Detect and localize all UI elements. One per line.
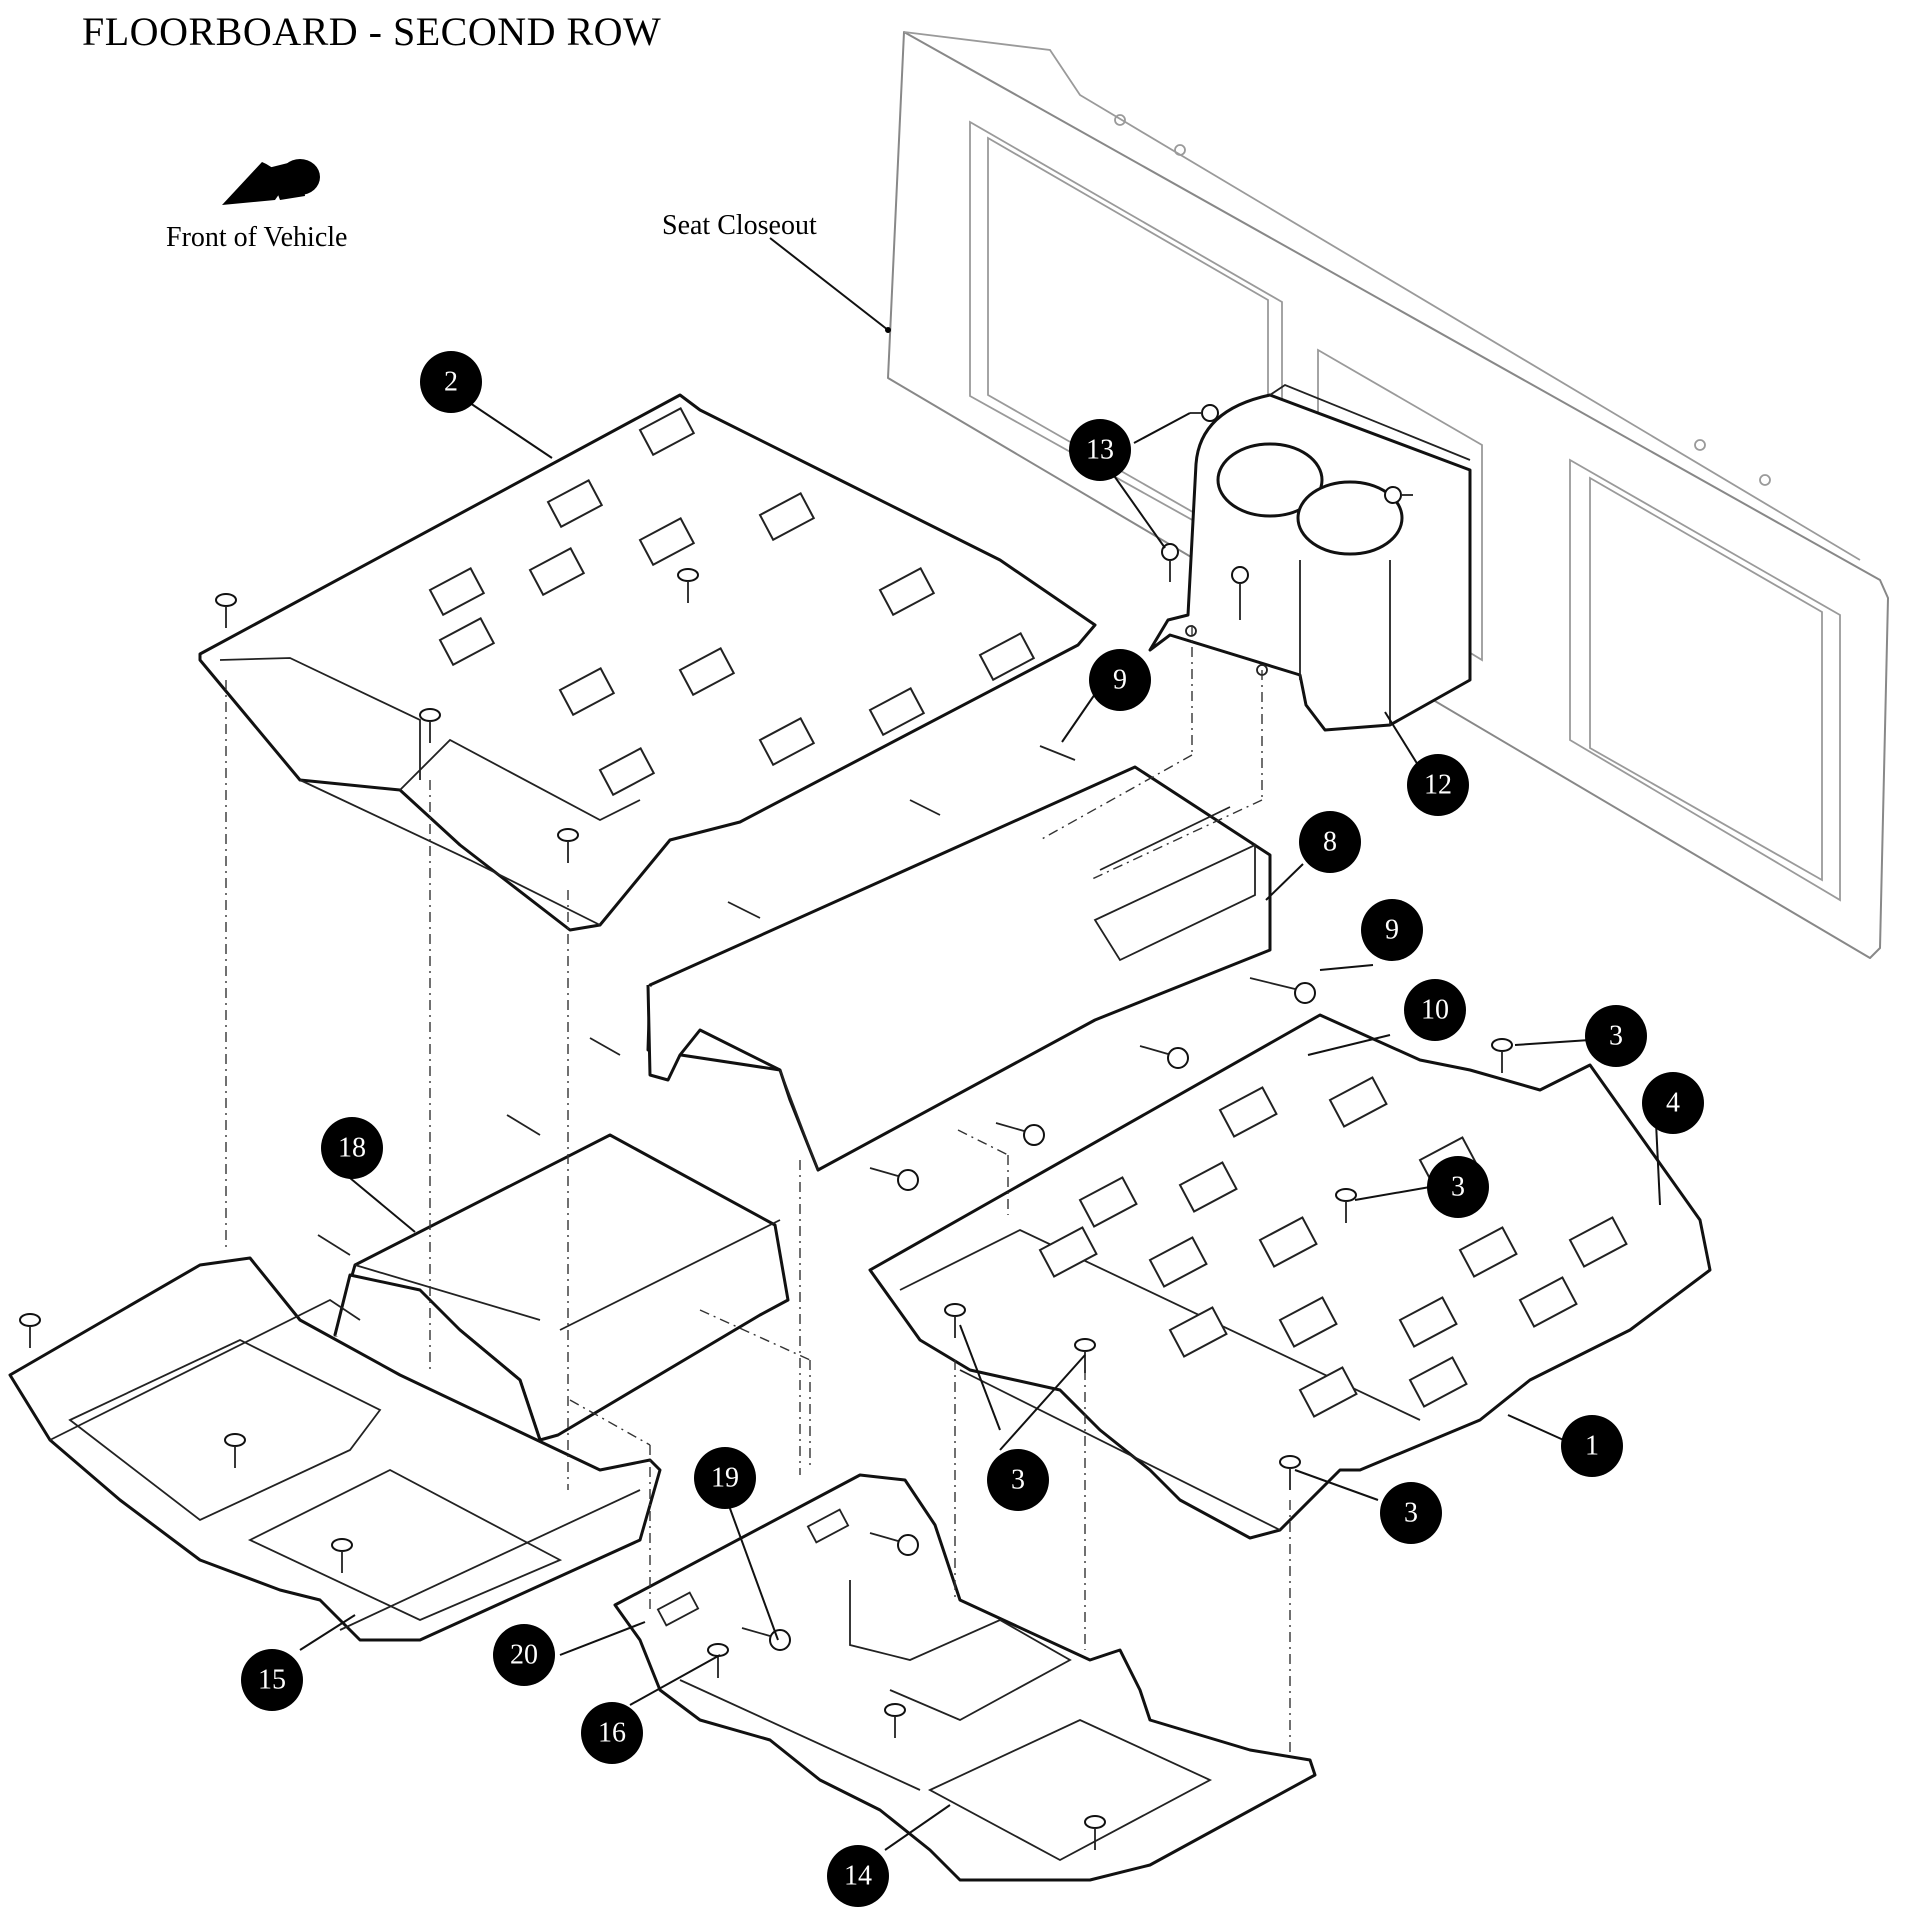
callout-16: 16 (581, 1702, 643, 1764)
svg-text:4: 4 (1666, 1088, 1680, 1119)
screw-icon (1190, 404, 1219, 422)
svg-text:12: 12 (1424, 770, 1452, 801)
screw-icon (1084, 1815, 1106, 1850)
callout-20: 20 (493, 1624, 555, 1686)
callout-15: 15 (241, 1649, 303, 1711)
svg-text:3: 3 (1011, 1465, 1025, 1496)
screw-icon (1231, 566, 1249, 620)
screw-icon (224, 1433, 246, 1468)
svg-text:14: 14 (844, 1861, 872, 1892)
screw-icon (944, 1303, 966, 1338)
svg-text:3: 3 (1404, 1498, 1418, 1529)
callout-19: 19 (694, 1447, 756, 1509)
svg-text:20: 20 (510, 1640, 538, 1671)
svg-text:16: 16 (598, 1718, 626, 1749)
screw-icon (419, 708, 441, 743)
bolt-9a-shank (1039, 745, 1076, 761)
callout-2: 2 (420, 351, 482, 413)
screw-icon (557, 828, 579, 863)
svg-text:9: 9 (1385, 915, 1399, 946)
screw-icon (884, 1703, 906, 1738)
bolt-shank (909, 799, 941, 816)
screw-icon (741, 1627, 791, 1651)
diagram-title: FLOORBOARD - SECOND ROW (82, 9, 662, 54)
callout-3: 3 (1380, 1482, 1442, 1544)
front-of-vehicle-label: Front of Vehicle (166, 222, 348, 253)
screw-icon (1335, 1188, 1357, 1223)
svg-text:3: 3 (1609, 1021, 1623, 1052)
callout-9: 9 (1361, 899, 1423, 961)
part-2-grate-openings (428, 407, 1036, 797)
screw-icon (1249, 977, 1316, 1004)
screw-icon (1161, 543, 1179, 582)
svg-text:10: 10 (1421, 995, 1449, 1026)
callout-leaders (299, 402, 1661, 1851)
screw-icon (331, 1538, 353, 1573)
callout-4: 4 (1642, 1072, 1704, 1134)
callout-18: 18 (321, 1117, 383, 1179)
callout-10: 10 (1404, 979, 1466, 1041)
part-1-grate-openings (1038, 1076, 1628, 1418)
callout-13: 13 (1069, 419, 1131, 481)
svg-text:19: 19 (711, 1463, 739, 1494)
screw-icon (1074, 1338, 1096, 1373)
part-2-floor-panel (198, 393, 1097, 932)
screw-icon (1384, 486, 1413, 504)
part-14-floor-tray (613, 1473, 1317, 1882)
callout-3: 3 (1585, 1005, 1647, 1067)
callout-1: 1 (1561, 1415, 1623, 1477)
bolt-shank (589, 1037, 621, 1056)
bolt-shank (727, 901, 761, 919)
callout-12: 12 (1407, 754, 1469, 816)
svg-text:9: 9 (1113, 665, 1127, 696)
screw-icon (1139, 1045, 1189, 1069)
svg-text:3: 3 (1451, 1172, 1465, 1203)
svg-text:13: 13 (1086, 435, 1114, 466)
part-18-console-cover (333, 1133, 790, 1442)
bolt-shank (317, 1234, 351, 1256)
svg-text:1: 1 (1585, 1431, 1599, 1462)
callout-9: 9 (1089, 649, 1151, 711)
bolt-shank (506, 1114, 541, 1136)
seat-closeout-leader (769, 237, 889, 331)
part-1-floor-panel (868, 1013, 1712, 1540)
part-8-tunnel-cover (646, 765, 1272, 1172)
callout-8: 8 (1299, 811, 1361, 873)
screw-icon (677, 568, 699, 603)
callout-14: 14 (827, 1845, 889, 1907)
screw-icon (1491, 1038, 1513, 1073)
callout-3: 3 (987, 1449, 1049, 1511)
seat-closeout-label: Seat Closeout (662, 210, 817, 241)
screw-icon (995, 1122, 1045, 1146)
fastener-screws (19, 404, 1513, 1850)
screw-icon (869, 1532, 919, 1556)
svg-text:18: 18 (338, 1133, 366, 1164)
part-15-floor-tray (8, 1256, 662, 1642)
svg-text:15: 15 (258, 1665, 286, 1696)
part-12-cup-holder (1148, 383, 1472, 732)
callout-3: 3 (1427, 1156, 1489, 1218)
alignment-lines (225, 625, 1291, 1755)
screw-icon (869, 1167, 919, 1191)
svg-text:8: 8 (1323, 827, 1337, 858)
screw-icon (1279, 1455, 1301, 1490)
screw-icon (215, 593, 237, 628)
callouts: 2 13 9 12 8 9 10 3 4 3 18 3 1 3 19 20 15… (241, 351, 1704, 1907)
svg-text:2: 2 (444, 367, 458, 398)
screw-icon (19, 1313, 41, 1348)
front-arrow-icon (222, 159, 320, 205)
